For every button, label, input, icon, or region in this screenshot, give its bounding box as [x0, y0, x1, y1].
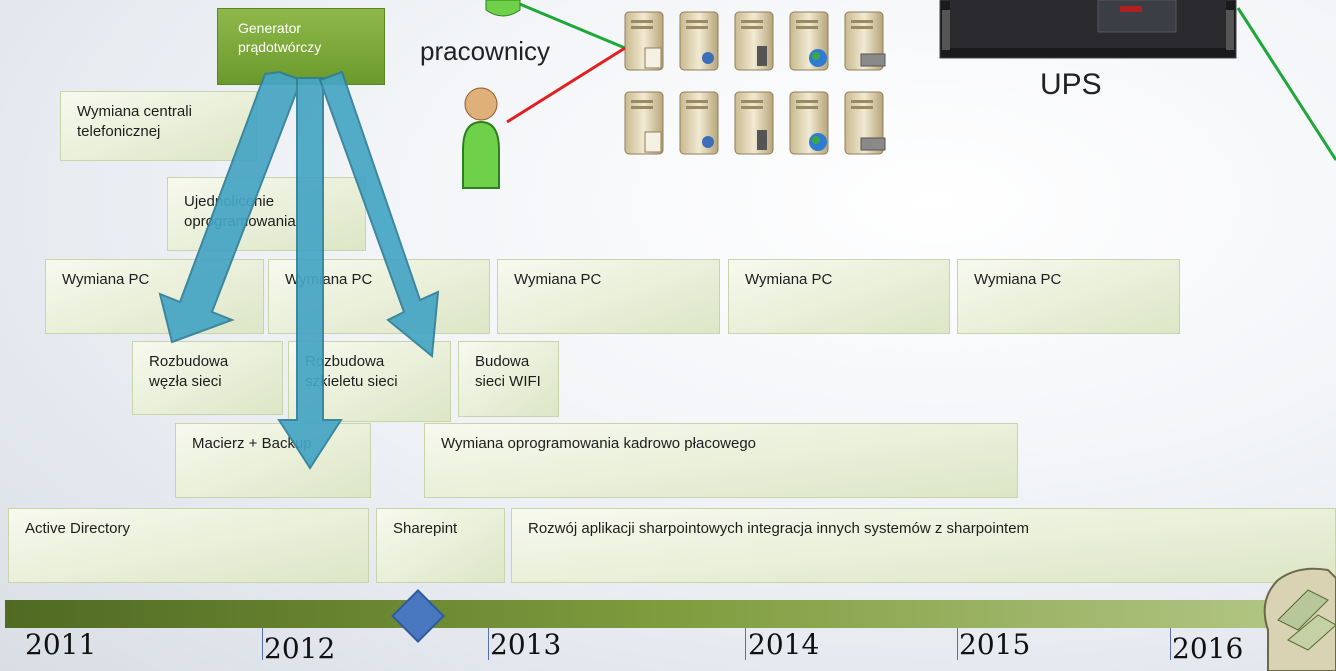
worker-link-green — [509, 0, 626, 50]
tick-2016 — [1170, 628, 1171, 660]
worker-link-red — [506, 46, 626, 124]
ups-device-icon — [939, 0, 1237, 59]
year-2011: 2011 — [25, 628, 97, 661]
backbone-line1: Rozbudowa — [305, 353, 385, 370]
pc-replacement-2014-box: Wymiana PC — [728, 259, 950, 334]
tick-2015 — [957, 628, 958, 660]
pc3-label: Wymiana PC — [514, 271, 602, 288]
pc1-label: Wymiana PC — [62, 271, 150, 288]
wifi-network-box: Budowa sieci WIFI — [458, 341, 559, 417]
ups-link — [1236, 7, 1336, 161]
payroll-software-box: Wymiana oprogramowania kadrowo płacowego — [424, 423, 1018, 498]
year-2016: 2016 — [1172, 632, 1244, 665]
central-line1: Wymiana centrali — [77, 103, 192, 120]
pc-replacement-2013-box: Wymiana PC — [497, 259, 720, 334]
storage-backup-box: Macierz + Backup — [175, 423, 371, 498]
network-node-box: Rozbudowa węzła sieci — [132, 341, 283, 415]
wifi-line1: Budowa — [475, 353, 530, 370]
ad-label: Active Directory — [25, 520, 131, 537]
central-line2: telefonicznej — [77, 123, 161, 141]
tick-2012 — [262, 628, 263, 660]
ups-label: UPS — [1040, 68, 1102, 101]
node-line1: Rozbudowa — [149, 353, 229, 370]
generator-line2: prądotwórczy — [238, 38, 322, 55]
generator-line1: Generator — [238, 20, 302, 36]
sharepint-box: Sharepint — [376, 508, 505, 583]
central-replacement-box: Wymiana centrali telefonicznej — [60, 91, 257, 161]
user-icon — [462, 87, 500, 189]
year-2012: 2012 — [264, 632, 336, 665]
pc5-label: Wymiana PC — [974, 271, 1062, 288]
year-2015: 2015 — [959, 628, 1031, 661]
year-2013: 2013 — [490, 628, 562, 661]
active-directory-box: Active Directory — [8, 508, 369, 583]
backbone-line2: szkieletu sieci — [305, 373, 398, 391]
backup-label: Macierz + Backup — [192, 435, 312, 452]
generator-box: Generator prądotwórczy — [217, 8, 385, 85]
tick-2013 — [488, 628, 489, 660]
timeline-bar — [5, 600, 1336, 628]
user-icon-top — [485, 0, 521, 17]
workers-label: pracownicy — [420, 36, 551, 66]
arrow-to-node — [158, 70, 303, 344]
sharepint-label: Sharepint — [393, 520, 458, 537]
sharepoint-dev-label: Rozwój aplikacji sharpointowych integrac… — [528, 520, 1030, 537]
pc4-label: Wymiana PC — [745, 271, 833, 288]
pc-replacement-2015-box: Wymiana PC — [957, 259, 1180, 334]
node-line2: węzła sieci — [149, 373, 222, 391]
arrow-to-backbone — [318, 70, 440, 358]
sharepoint-development-box: Rozwój aplikacji sharpointowych integrac… — [511, 508, 1336, 583]
year-2014: 2014 — [748, 628, 820, 661]
tick-2014 — [745, 628, 746, 660]
payroll-label: Wymiana oprogramowania kadrowo płacowego — [441, 435, 757, 452]
wifi-line2: sieci WIFI — [475, 373, 541, 391]
arrow-to-backup — [277, 77, 343, 470]
